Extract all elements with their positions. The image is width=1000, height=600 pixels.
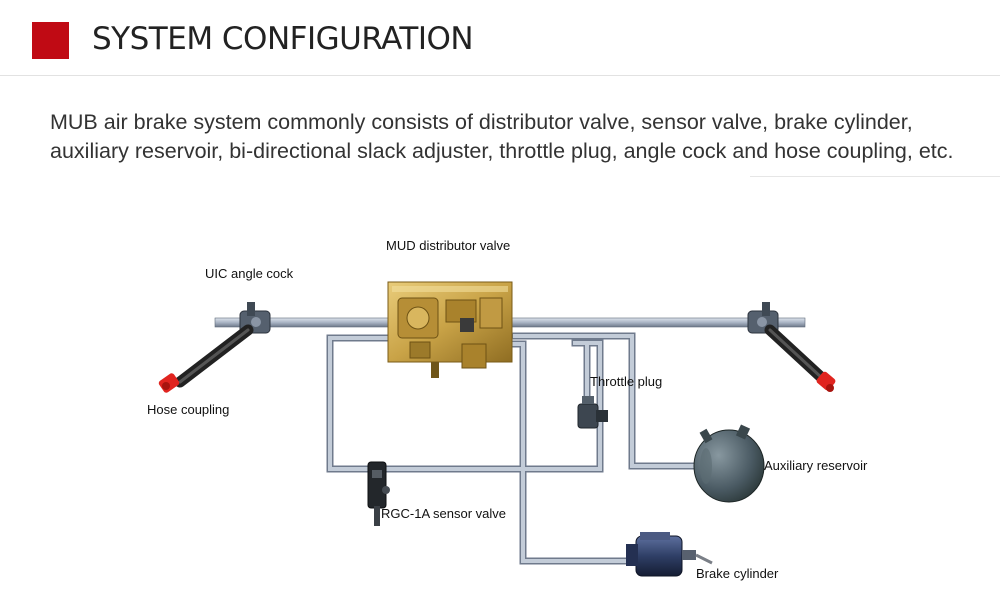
intro-line-2: auxiliary reservoir, bi-directional slac… <box>50 139 954 163</box>
intro-paragraph: MUB air brake system commonly consists o… <box>50 108 980 166</box>
right-hose-coupling <box>764 324 836 392</box>
intro-line-1: MUB air brake system commonly consists o… <box>50 110 913 134</box>
label-angle-cock: UIC angle cock <box>205 266 294 281</box>
label-throttle-plug: Throttle plug <box>590 374 663 389</box>
label-sensor-valve: RGC-1A sensor valve <box>381 506 506 521</box>
label-auxiliary-reservoir: Auxiliary reservoir <box>764 458 868 473</box>
accent-square <box>32 22 69 59</box>
branch-pipes <box>326 332 704 565</box>
intro-divider <box>750 176 1000 177</box>
left-hose-coupling <box>158 324 254 393</box>
distributor-valve <box>387 281 513 378</box>
header-divider <box>0 75 1000 76</box>
label-distributor-valve: MUD distributor valve <box>386 238 511 253</box>
right-angle-cock <box>747 302 779 334</box>
sensor-valve <box>367 461 390 526</box>
label-brake-cylinder: Brake cylinder <box>696 566 779 581</box>
page-title: SYSTEM CONFIGURATION <box>92 21 474 57</box>
label-hose-coupling: Hose coupling <box>147 402 230 417</box>
auxiliary-reservoir <box>693 424 765 503</box>
brake-cylinder <box>626 532 713 577</box>
throttle-plug <box>577 396 608 429</box>
